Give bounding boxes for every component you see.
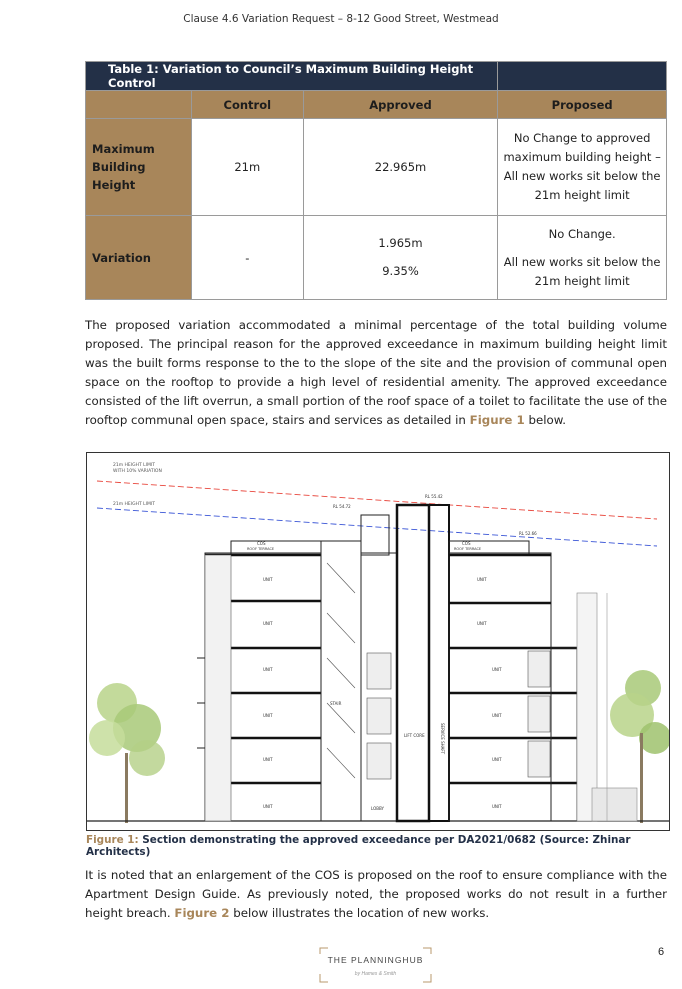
paragraph-text: below. — [524, 413, 567, 427]
label-rl3: RL 52.66 — [519, 531, 537, 536]
col-header-approved: Approved — [302, 90, 499, 119]
body-paragraph-2: It is noted that an enlargement of the C… — [85, 866, 667, 923]
label-limit: 21m HEIGHT LIMIT — [113, 501, 155, 507]
label-limit-var-2: WITH 10% VARIATION — [113, 468, 162, 474]
paragraph-text: It is noted that an enlargement of the C… — [85, 868, 667, 920]
cell-approved: 22.965m — [302, 118, 499, 216]
lift-core — [395, 503, 450, 823]
tree-right — [610, 670, 669, 823]
label-unit: UNIT — [492, 757, 502, 762]
line-gap — [304, 253, 498, 262]
label-cos-right: COS — [462, 541, 471, 546]
caption-label: Figure 1: — [86, 834, 139, 846]
proposed-line: 21m height limit — [534, 273, 630, 288]
approved-line: 9.35% — [382, 264, 419, 278]
table-header-row: Control Approved Proposed — [85, 90, 667, 119]
building-left-wing — [197, 540, 322, 822]
stair-shaft — [320, 540, 362, 822]
row-label-max-height: Maximum Building Height — [85, 118, 192, 216]
proposed-line: All new works sit below the — [503, 169, 661, 183]
page-number: 6 — [658, 946, 665, 958]
label-cos-left: COS — [257, 541, 266, 546]
footer-brand: THE PLANNINGHUB — [327, 955, 424, 965]
approved-line: 1.965m — [378, 236, 423, 250]
variation-table: Table 1: Variation to Council’s Maximum … — [84, 61, 667, 300]
body-paragraph-1: The proposed variation accommodated a mi… — [85, 316, 667, 430]
table-row: Variation - 1.965m 9.35% No Change. All … — [85, 215, 667, 300]
label-stair: STAIR — [330, 701, 342, 706]
cell-approved: 1.965m 9.35% — [302, 215, 499, 300]
table-row: Maximum Building Height 21m 22.965m No C… — [85, 118, 667, 216]
cell-control: 21m — [190, 118, 304, 216]
label-rl1: RL 54.72 — [333, 504, 351, 509]
tree-left — [89, 683, 165, 823]
proposed-line: 21m height limit — [534, 188, 630, 202]
cell-proposed: No Change to approved maximum building h… — [497, 118, 667, 216]
row-label-variation: Variation — [85, 215, 192, 300]
proposed-line: maximum building height – — [503, 150, 661, 164]
line-gap — [498, 244, 666, 253]
label-lift-core: LIFT CORE — [404, 733, 425, 738]
proposed-line: All new works sit below the — [503, 254, 661, 269]
label-unit: UNIT — [263, 757, 273, 762]
logo-frame-icon — [319, 947, 432, 983]
cell-control: - — [190, 215, 304, 300]
figure-caption: Figure 1: Section demonstrating the appr… — [86, 834, 682, 858]
col-header-control: Control — [190, 90, 304, 119]
caption-text: Section demonstrating the approved excee… — [86, 834, 631, 858]
figure-2-link[interactable]: Figure 2 — [174, 906, 230, 920]
building-right-wing — [448, 540, 638, 822]
label-limit-var: 21m HEIGHT LIMIT — [113, 462, 155, 468]
paragraph-text: The proposed variation accommodated a mi… — [85, 318, 667, 427]
height-limit-variation-line — [96, 480, 658, 520]
label-unit: UNIT — [477, 621, 487, 626]
label-rl2: RL 55.42 — [425, 494, 443, 499]
label-unit: UNIT — [263, 804, 273, 809]
section-drawing: 21m HEIGHT LIMIT WITH 10% VARIATION 21m … — [86, 452, 670, 831]
table-title-spacer — [497, 61, 667, 91]
table-title: Table 1: Variation to Council’s Maximum … — [84, 61, 499, 91]
section-drawing-svg: 21m HEIGHT LIMIT WITH 10% VARIATION 21m … — [87, 462, 669, 823]
roof-toilet — [360, 514, 390, 556]
proposed-line: No Change to approved — [513, 131, 651, 145]
label-unit: UNIT — [492, 667, 502, 672]
label-unit: UNIT — [263, 667, 273, 672]
label-lobby: LOBBY — [371, 806, 385, 811]
height-limit-line — [96, 507, 658, 547]
label-unit: UNIT — [492, 713, 502, 718]
label-unit: UNIT — [477, 577, 487, 582]
footer-logo: THE PLANNINGHUB by Hames & Smith — [318, 946, 433, 984]
table-corner — [85, 90, 192, 119]
table-title-row: Table 1: Variation to Council’s Maximum … — [84, 61, 667, 91]
label-service-shaft: SERVICE SHAFT — [440, 723, 445, 755]
label-unit: UNIT — [263, 621, 273, 626]
stair-windows — [366, 652, 392, 780]
footer-tagline: by Hames & Smith — [354, 971, 397, 977]
col-header-proposed: Proposed — [497, 90, 667, 119]
label-unit: UNIT — [263, 713, 273, 718]
proposed-line: No Change. — [548, 226, 616, 241]
label-cos-right-2: ROOF TERRACE — [454, 547, 481, 551]
label-unit: UNIT — [263, 577, 273, 582]
cell-proposed: No Change. All new works sit below the 2… — [497, 215, 667, 300]
page-header: Clause 4.6 Variation Request – 8-12 Good… — [183, 13, 499, 25]
paragraph-text: below illustrates the location of new wo… — [229, 906, 490, 920]
figure-1-link[interactable]: Figure 1 — [469, 413, 525, 427]
label-cos-left-2: ROOF TERRACE — [247, 547, 274, 551]
label-unit: UNIT — [492, 804, 502, 809]
